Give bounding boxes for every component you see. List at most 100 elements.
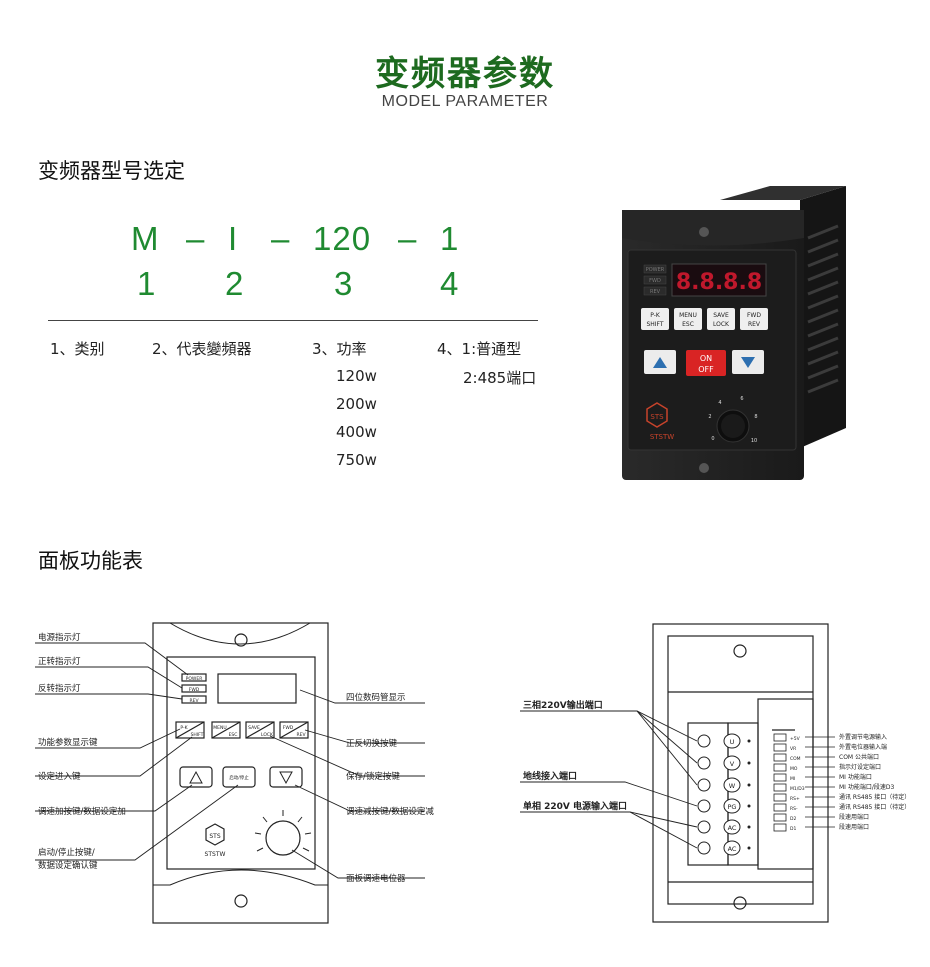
panel-led-label: REV bbox=[189, 698, 199, 704]
dial-mark: 10 bbox=[751, 438, 757, 444]
off-label: OFF bbox=[698, 365, 714, 374]
panel-led-label: FWD bbox=[189, 687, 200, 693]
model-section-heading: 变频器型号选定 bbox=[38, 159, 185, 183]
panel-logo-text: STS bbox=[209, 833, 220, 840]
key-label: ESC bbox=[682, 321, 694, 328]
model-index: 3 bbox=[334, 265, 354, 302]
wiring-diagram: U V W PG AC AC +5V VR COM MO MI M1/D3 RS… bbox=[520, 623, 910, 923]
led-label-fwd: FWD bbox=[649, 278, 661, 284]
panel-key-label: P-K bbox=[180, 725, 188, 731]
page-subtitle: MODEL PARAMETER bbox=[381, 93, 549, 110]
model-code-dash: – bbox=[271, 220, 291, 257]
panel-key-label: SHIFT bbox=[191, 732, 204, 738]
label-fwd-indicator: 正转指示灯 bbox=[38, 656, 81, 667]
photo-keys: P-K SHIFT MENU ESC SAVE LOCK FWD REV bbox=[641, 308, 768, 330]
control-desc: MI 功能端口/段速D3 bbox=[839, 783, 894, 791]
panel-function-diagram: POWER FWD REV P-K SHIFT MENU ESC SAVE LO… bbox=[35, 622, 434, 924]
up-arrow-icon bbox=[189, 770, 203, 784]
control-desc: 段速用端口 bbox=[839, 823, 869, 831]
divider bbox=[48, 320, 538, 321]
control-term: VR bbox=[790, 746, 796, 752]
led-label-rev: REV bbox=[650, 289, 661, 295]
legend-cat4-option2: 2:485端口 bbox=[463, 369, 537, 387]
control-desc: MI 功能端口 bbox=[839, 773, 872, 781]
control-desc: 指示灯设定端口 bbox=[839, 763, 881, 771]
panel-key-label: ESC bbox=[229, 732, 238, 738]
label-potentiometer: 面板调速电位器 bbox=[346, 873, 406, 884]
label-run-stop-key: 启动/停止按键/ bbox=[38, 847, 95, 858]
dial-mark: 0 bbox=[711, 436, 714, 442]
terminal-label: U bbox=[730, 738, 735, 746]
control-term: MO bbox=[790, 766, 798, 772]
brand-logo-icon bbox=[646, 402, 668, 428]
page-title: 变频器参数 bbox=[375, 54, 555, 94]
control-desc: 外置电位器输入端 bbox=[839, 743, 887, 751]
screw-icon bbox=[699, 463, 709, 473]
key-label: SAVE bbox=[713, 312, 729, 319]
model-code-dash: – bbox=[186, 220, 206, 257]
model-index: 2 bbox=[225, 265, 245, 302]
inverter-photo: POWER FWD REV 8.8.8.8 P-K SHIFT MENU ESC… bbox=[622, 186, 846, 480]
led-label-power: POWER bbox=[646, 267, 665, 273]
screw-icon bbox=[699, 227, 709, 237]
control-term: RS- bbox=[790, 806, 798, 812]
control-desc: 通讯 RS485 接口（待定） bbox=[839, 803, 910, 811]
key-label: SHIFT bbox=[646, 321, 663, 328]
model-code-part: 1 bbox=[440, 220, 460, 257]
legend-cat1: 1、类别 bbox=[50, 340, 105, 358]
model-code-part: M bbox=[131, 220, 160, 257]
dial-mark: 6 bbox=[740, 396, 743, 402]
model-index: 1 bbox=[137, 265, 157, 302]
panel-run-key-label: 启动/停止 bbox=[229, 774, 249, 781]
terminal-label: PG bbox=[728, 803, 737, 811]
legend-cat4: 4、1:普通型 bbox=[437, 340, 522, 358]
label-power-indicator: 电源指示灯 bbox=[38, 632, 81, 643]
control-desc: 通讯 RS485 接口（待定） bbox=[839, 793, 910, 801]
label-direction-key: 正反切换按键 bbox=[346, 738, 398, 749]
key-label: MENU bbox=[679, 312, 697, 319]
model-code-part: I bbox=[228, 220, 239, 257]
terminal-label: AC bbox=[728, 824, 737, 832]
control-term: MI bbox=[790, 776, 795, 782]
panel-key-label: MENU bbox=[213, 725, 226, 731]
label-rev-indicator: 反转指示灯 bbox=[38, 683, 81, 694]
control-term: D1 bbox=[790, 826, 796, 832]
control-desc: COM 公共端口 bbox=[839, 753, 879, 761]
label-enter-key: 设定进入键 bbox=[38, 771, 81, 782]
dial-mark: 4 bbox=[718, 400, 721, 406]
panel-key-label: REV bbox=[296, 732, 306, 738]
label-ground: 地线接入端口 bbox=[523, 770, 577, 782]
control-desc: 外置调节电源输入 bbox=[839, 733, 887, 741]
control-term: COM bbox=[790, 756, 801, 762]
control-term: +5V bbox=[790, 736, 801, 742]
legend-cat3: 3、功率 bbox=[312, 340, 367, 358]
dial-mark: 8 bbox=[754, 414, 757, 420]
terminal-label: V bbox=[730, 760, 735, 768]
control-term: RS+ bbox=[790, 796, 800, 802]
label-speed-down-key: 调速减按键/数据设定减 bbox=[346, 806, 434, 817]
label-speed-up-key: 调速加按键/数据设定加 bbox=[38, 806, 126, 817]
brand-logo-text: STS bbox=[650, 413, 664, 421]
down-arrow-icon bbox=[741, 357, 755, 368]
legend-cat2: 2、代表變頻器 bbox=[152, 340, 252, 358]
led-display: 8.8.8.8 bbox=[676, 270, 762, 295]
key-label: FWD bbox=[747, 312, 761, 319]
key-label: P-K bbox=[650, 312, 661, 319]
key-label: LOCK bbox=[713, 321, 730, 328]
key-label: REV bbox=[748, 321, 761, 328]
model-code-dash: – bbox=[398, 220, 418, 257]
legend-power: 400w bbox=[336, 423, 377, 441]
label-confirm-key: 数据设定确认键 bbox=[38, 860, 98, 871]
legend-power: 120w bbox=[336, 367, 377, 385]
panel-brand: STSTW bbox=[205, 851, 226, 858]
label-3phase-output: 三相220V输出端口 bbox=[523, 699, 603, 711]
panel-key-label: FWD bbox=[283, 725, 294, 731]
up-arrow-icon bbox=[653, 357, 667, 368]
label-function-key: 功能参数显示键 bbox=[38, 737, 98, 748]
label-1phase-input: 单相 220V 电源输入端口 bbox=[523, 800, 627, 812]
panel-key-label: SAVE bbox=[248, 725, 260, 731]
terminal-label: AC bbox=[728, 845, 737, 853]
control-desc: 段速用端口 bbox=[839, 813, 869, 821]
down-arrow-icon bbox=[279, 771, 293, 785]
panel-key-label: LOCK bbox=[261, 732, 274, 738]
